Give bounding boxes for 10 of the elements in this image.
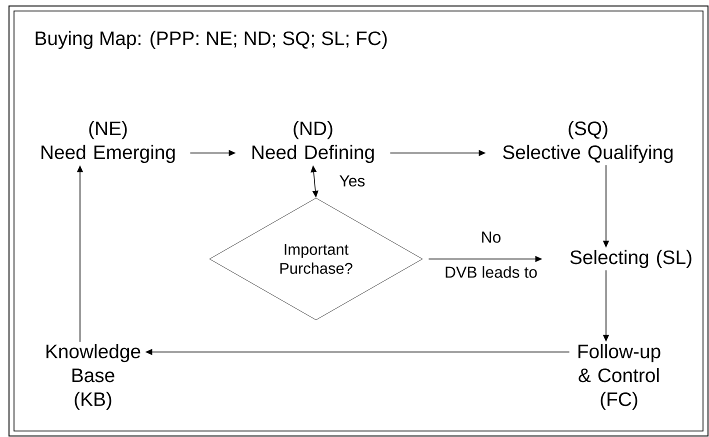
note: DVB leads to <box>446 266 537 278</box>
edge-label: No <box>480 230 502 244</box>
edge-label: Yes <box>338 174 366 188</box>
step-label: Follow-up & Control (FC) <box>578 344 660 410</box>
step-label: Selecting (SL) <box>570 250 692 268</box>
title: Buying Map: (PPP: NE; ND; SQ; SL; FC) <box>36 30 387 50</box>
step-label: (ND) Need Defining <box>252 120 374 163</box>
step-label: (NE) Need Emerging <box>42 120 175 163</box>
step-label: (SQ) Selective Qualifying <box>503 120 673 163</box>
step-label: Knowledge Base (KB) <box>46 344 140 410</box>
